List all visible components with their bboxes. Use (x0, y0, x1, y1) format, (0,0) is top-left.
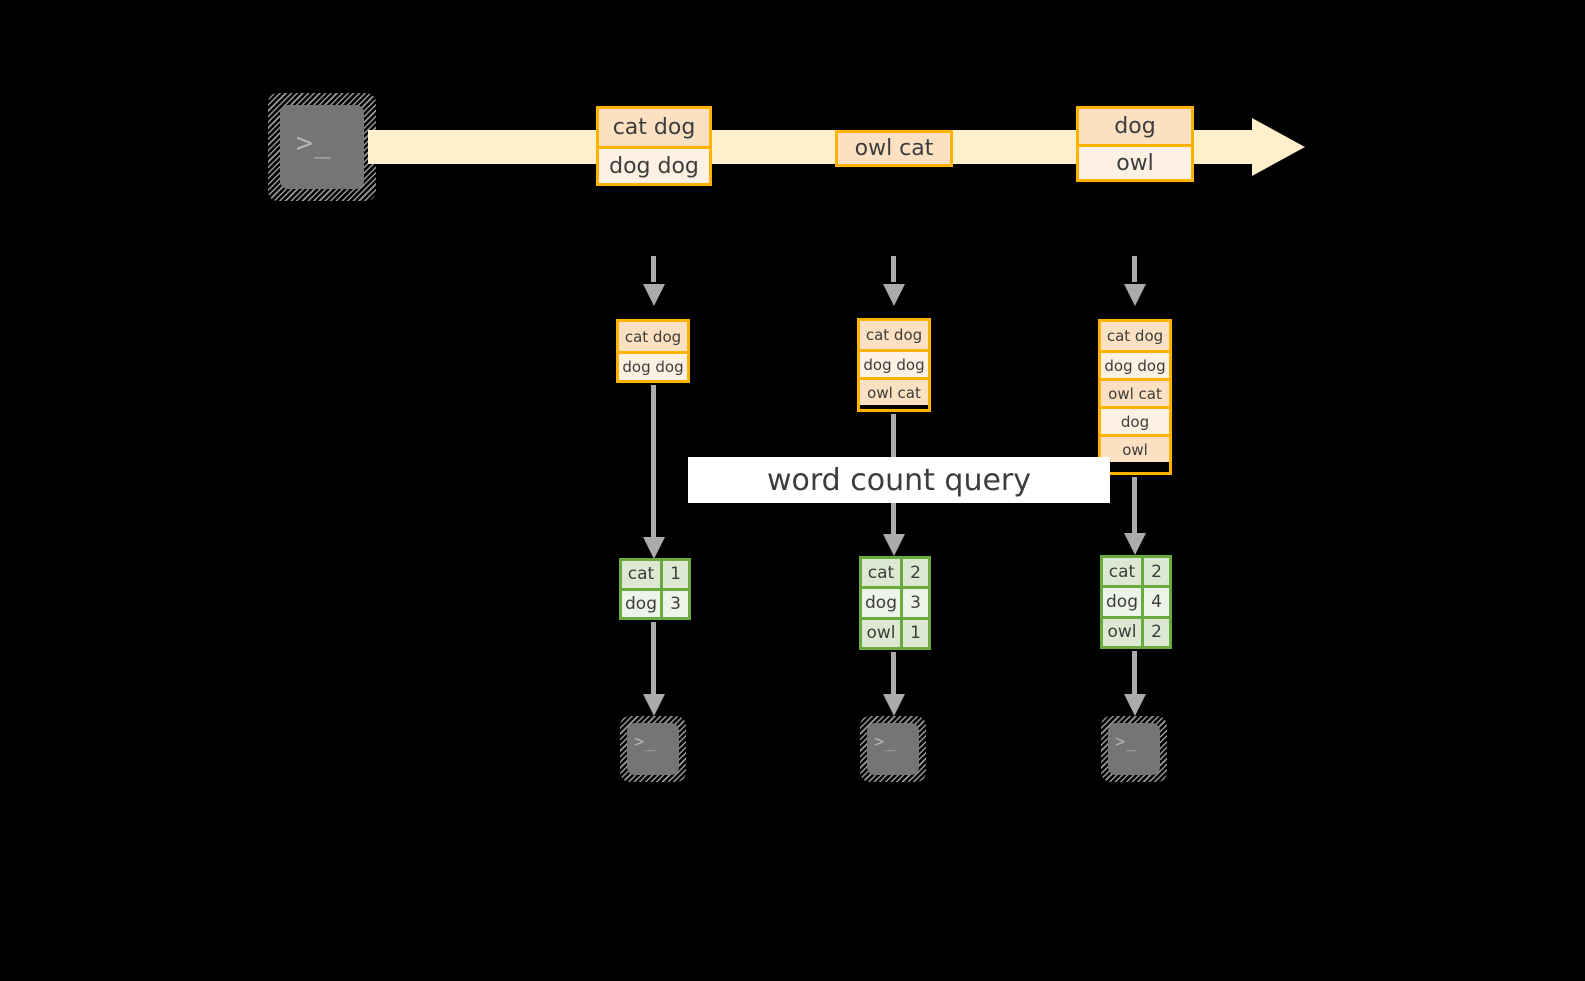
table-row: dog 4 (1103, 585, 1169, 616)
result-count: 2 (1144, 618, 1169, 646)
source-terminal-icon: >_ (268, 93, 376, 201)
snapshot-3-sink-terminal-icon: >_ (1101, 716, 1167, 782)
snapshot-2-input-row: dog dog (860, 349, 928, 377)
snapshot-2-input-table: cat dog dog dog owl cat (857, 318, 931, 412)
result-count: 3 (903, 589, 928, 617)
snapshot-3-input-row: dog (1101, 406, 1169, 434)
snapshot-2-input-row: owl cat (860, 377, 928, 405)
stream-event-group-3: dog owl (1076, 106, 1194, 182)
snapshot-1-input-table: cat dog dog dog (616, 319, 690, 383)
snapshot-3-dashed-connector (1132, 256, 1137, 282)
terminal-prompt-glyph: >_ (296, 126, 332, 159)
terminal-body (280, 105, 364, 189)
table-row: dog 3 (622, 587, 688, 617)
stream-event-line: dog dog (599, 146, 709, 183)
terminal-prompt-glyph: >_ (874, 732, 896, 752)
snapshot-1-sink-terminal-icon: >_ (620, 716, 686, 782)
result-count: 3 (663, 590, 688, 617)
result-count: 2 (903, 559, 928, 587)
result-word: cat (622, 561, 663, 588)
result-word: dog (622, 590, 663, 617)
terminal-body (627, 723, 679, 775)
result-word: dog (862, 589, 903, 617)
snapshot-1-input-row: dog dog (619, 351, 687, 380)
snapshot-2-sink-terminal-icon: >_ (860, 716, 926, 782)
snapshot-2-result-table: cat 2 dog 3 owl 1 (859, 556, 931, 650)
snapshot-2-query-arrowhead-icon (883, 534, 905, 556)
query-banner-label: word count query (766, 462, 1032, 498)
snapshot-2-dashed-connector (891, 256, 896, 282)
snapshot-1-input-row: cat dog (619, 322, 687, 351)
snapshot-1-dashed-arrowhead-icon (643, 284, 665, 306)
snapshot-2-dashed-arrowhead-icon (883, 284, 905, 306)
result-word: dog (1103, 588, 1144, 616)
stream-event-group-2: owl cat (835, 130, 953, 167)
stream-event-line: dog (1079, 109, 1191, 144)
table-row: cat 2 (1103, 558, 1169, 586)
snapshot-2-input-row: cat dog (860, 321, 928, 349)
snapshot-3-result-table: cat 2 dog 4 owl 2 (1100, 555, 1172, 649)
snapshot-3-input-row: cat dog (1101, 322, 1169, 350)
table-row: cat 2 (862, 559, 928, 587)
terminal-prompt-glyph: >_ (634, 732, 656, 752)
result-word: owl (862, 619, 903, 647)
table-row: dog 3 (862, 586, 928, 617)
stream-arrowhead-icon (1252, 118, 1305, 176)
snapshot-3-sink-arrowhead-icon (1124, 694, 1146, 716)
result-word: cat (1103, 558, 1144, 586)
snapshot-3-input-row: dog dog (1101, 350, 1169, 378)
snapshot-3-input-row: owl (1101, 434, 1169, 462)
snapshot-2-sink-arrow-shaft (891, 652, 896, 694)
snapshot-1-query-arrow-shaft (651, 385, 656, 537)
result-count: 1 (903, 619, 928, 647)
snapshot-3-query-arrowhead-icon (1124, 533, 1146, 555)
snapshot-3-input-row: owl cat (1101, 378, 1169, 406)
query-banner: word count query (688, 457, 1110, 503)
terminal-prompt-glyph: >_ (1115, 732, 1137, 752)
terminal-body (1108, 723, 1160, 775)
snapshot-1-query-arrowhead-icon (643, 537, 665, 559)
result-word: owl (1103, 618, 1144, 646)
snapshot-1-dashed-connector (651, 256, 656, 282)
snapshot-1-sink-arrow-shaft (651, 622, 656, 694)
snapshot-1-result-table: cat 1 dog 3 (619, 558, 691, 620)
result-count: 1 (663, 561, 688, 588)
table-row: cat 1 (622, 561, 688, 588)
result-word: cat (862, 559, 903, 587)
table-row: owl 1 (862, 616, 928, 647)
snapshot-3-sink-arrow-shaft (1132, 651, 1137, 694)
table-row: owl 2 (1103, 615, 1169, 646)
snapshot-3-query-arrow-shaft (1132, 477, 1137, 533)
stream-event-line: cat dog (599, 109, 709, 146)
snapshot-2-sink-arrowhead-icon (883, 694, 905, 716)
snapshot-1-sink-arrowhead-icon (643, 694, 665, 716)
stream-event-line: owl (1079, 144, 1191, 179)
terminal-body (867, 723, 919, 775)
snapshot-3-input-table: cat dog dog dog owl cat dog owl (1098, 319, 1172, 475)
result-count: 4 (1144, 588, 1169, 616)
result-count: 2 (1144, 558, 1169, 586)
snapshot-3-dashed-arrowhead-icon (1124, 284, 1146, 306)
stream-event-line: owl cat (838, 133, 950, 164)
stream-event-group-1: cat dog dog dog (596, 106, 712, 186)
